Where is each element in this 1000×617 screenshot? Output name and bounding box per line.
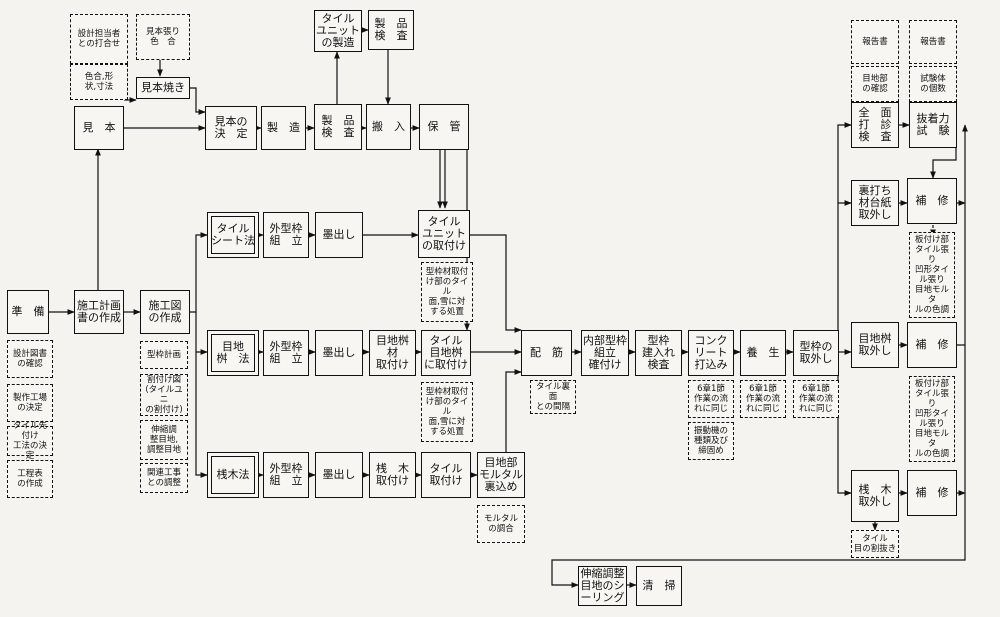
step-zenmen: 全 面 打 診 検 査 — [851, 102, 899, 148]
note-houkoku-1: 報告書 — [851, 20, 899, 64]
step-gaikei-3: 外型枠 組 立 — [263, 452, 309, 498]
step-tile-toritsuke: タイル 取付け — [421, 452, 471, 498]
arrow — [837, 200, 852, 352]
step-mejiwaku-toribazushi: 目地桝 取外し — [851, 322, 899, 368]
step-urauchi: 裏打ち 材台紙 取外し — [851, 180, 899, 226]
note-mortar: モルタル の調合 — [477, 505, 525, 543]
arrow — [190, 87, 206, 115]
arrow — [837, 352, 852, 496]
step-sumidashi-3: 墨出し — [315, 452, 363, 498]
note-kojo: 製作工場 の決定 — [7, 384, 53, 422]
step-unit-toritsuke: タイル ユニット の取付け — [418, 210, 470, 258]
arrow — [195, 312, 208, 355]
note-tile-ura: タイル裏面 との間隔 — [530, 380, 576, 414]
step-concrete: コンク リート 打込み — [688, 330, 734, 376]
step-katawaku-toribazushi: 型枠の 取外し — [793, 330, 839, 376]
step-seihin-kensa: 製 品 検 査 — [314, 104, 362, 150]
step-hokan: 保 管 — [419, 104, 469, 150]
arrow — [195, 352, 208, 478]
note-note-6b: 6章1節 作業の流 れに同じ — [740, 380, 786, 418]
step-mejiwakuzai: 目地桝材 取付け — [369, 330, 416, 376]
note-mihon-hari: 見本張り 色 合 — [136, 14, 190, 60]
arrow — [930, 148, 957, 179]
step-mejibu: 目地部 モルタル 裏込め — [477, 452, 525, 498]
arrow — [837, 122, 852, 203]
step-gaikei-2: 外型枠 組 立 — [263, 330, 309, 376]
step-sekou-keikaku: 施工計画 書の作成 — [74, 290, 124, 334]
step-sanbou: 桟木法 — [207, 452, 259, 498]
note-katawaku-keikaku: 型枠計画 — [140, 341, 188, 369]
step-yojo: 養 生 — [740, 330, 786, 376]
note-note-6c: 6章1節 作業の流 れに同じ — [793, 380, 839, 418]
step-sumidashi-2: 墨出し — [315, 330, 363, 376]
step-mihon-yaki: 見本焼き — [136, 77, 190, 99]
note-note-6a: 6章1節 作業の流 れに同じ — [688, 380, 734, 418]
step-mihon-kettei: 見本の 決 定 — [205, 106, 257, 150]
note-houkoku-2: 報告書 — [909, 20, 957, 64]
note-note-2: 型枠材取付 け部のタイル 面,雪に対 する処置 — [421, 382, 473, 442]
note-mejibu-kakunin: 目地部 の確認 — [851, 66, 899, 102]
step-shinshuku-seal: 伸縮調整 目地のシ ーリング — [578, 566, 627, 606]
step-mejiwaku: 目地 桝 法 — [207, 330, 259, 376]
step-seizo: 製 造 — [261, 106, 306, 150]
note-shinshuku: 伸縮調 整目地, 調整目地 — [140, 420, 188, 460]
arrow — [551, 345, 966, 588]
step-mihon: 見 本 — [74, 106, 124, 150]
step-tile-unit-seizo: タイル ユニット の製造 — [314, 10, 362, 52]
note-note-kakuhan: 振動機の 種類及び 締固め — [688, 422, 734, 460]
step-hoshu-3: 補 修 — [907, 470, 957, 516]
note-iro-katachi: 色合,形 状,寸法 — [70, 64, 128, 100]
step-hoshu-1: 補 修 — [907, 178, 957, 224]
note-shikentai: 試験体 の個数 — [909, 66, 957, 102]
arrow — [189, 232, 208, 313]
note-note-h1: 板付け部 タイル張り 凹形タイ ル張り 目地モルタ ルの色調 — [909, 232, 955, 318]
note-kotei: 工程表 の作成 — [7, 460, 53, 498]
step-katawaku-kensa: 型枠 建入れ 検査 — [635, 330, 682, 376]
note-note-1: 型枠材取付 け部のタイル 面,雪に対 する処置 — [421, 262, 473, 322]
note-sekkei-uchiawase: 設計担当者 との打合せ — [70, 14, 128, 64]
step-tile-mejiwaku: タイル 目地桝 に取付け — [421, 330, 471, 376]
note-tile-saki: タイル先付け 工法の決定 — [7, 421, 53, 461]
step-hoshu-2: 補 修 — [907, 322, 957, 368]
step-seihin-kensa2: 製 品 検 査 — [368, 10, 414, 50]
step-hikinuki: 抜着力 試 験 — [909, 102, 957, 148]
note-note-h2: 板付け部 タイル張り 凹形タイ ル張り 目地モルタ ルの色調 — [909, 376, 955, 462]
note-tile-mejiume: タイル 目の割抜き — [851, 530, 899, 558]
step-seisou: 清 掃 — [636, 566, 682, 606]
step-haikin: 配 筋 — [521, 330, 572, 376]
step-tile-sheet: タイル シート法 — [207, 212, 259, 258]
step-junbi: 準 備 — [7, 290, 49, 334]
step-gaikei-1: 外型枠 組 立 — [263, 212, 309, 258]
arrow — [956, 124, 968, 346]
step-hannyu: 搬 入 — [366, 104, 411, 150]
arrow — [470, 234, 522, 333]
step-sangi: 桟 木 取付け — [369, 452, 416, 498]
step-sekou-zu: 施工図 の作成 — [140, 290, 190, 334]
note-sekkei: 設計図書 の確認 — [7, 340, 53, 378]
step-sumidashi-1: 墨出し — [315, 212, 363, 258]
step-naibu: 内部型枠 組立 確付け — [581, 330, 629, 376]
note-waritsuke: 割付け図 (タイルユニ の割付け) — [140, 374, 188, 416]
note-kanren: 関連工事 との調整 — [140, 463, 188, 493]
step-sangi-toribazushi: 桟 木 取外し — [851, 470, 899, 522]
